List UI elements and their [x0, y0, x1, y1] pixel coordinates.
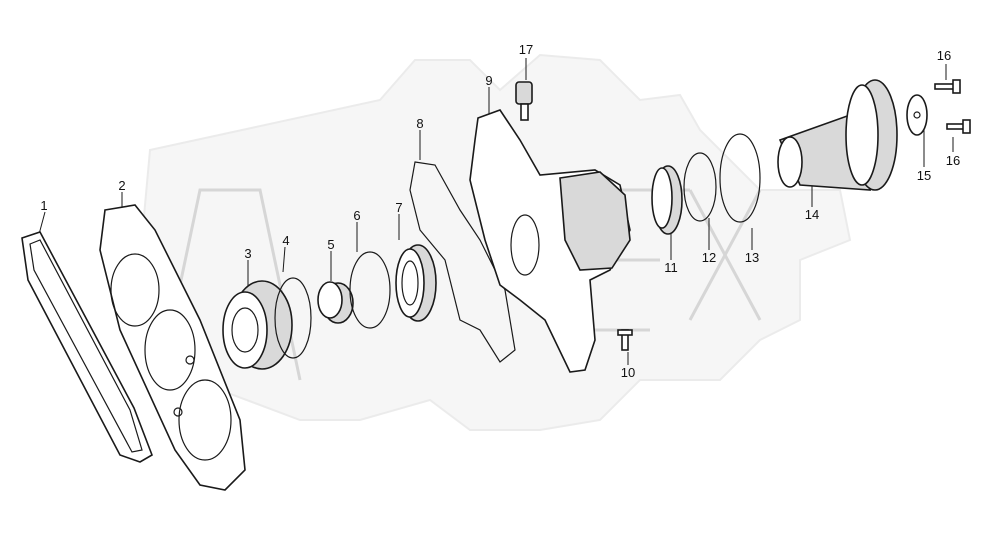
callout-16-lower: 16 [946, 153, 960, 168]
flange-shaft-part-14 [777, 79, 898, 191]
gasket-part-8 [409, 161, 516, 363]
callout-2: 2 [118, 178, 125, 193]
callout-16-upper: 16 [937, 48, 951, 63]
seal-part-11 [651, 165, 683, 235]
bolt-part-16-upper [934, 79, 961, 94]
callout-7: 7 [395, 200, 402, 215]
housing-part-9 [469, 109, 631, 373]
callout-11: 11 [664, 260, 678, 275]
callout-15: 15 [917, 168, 931, 183]
cover-plate-part-2 [99, 204, 246, 491]
snap-ring-part-6 [349, 251, 391, 329]
callout-10: 10 [621, 365, 635, 380]
washer-part-15 [906, 94, 928, 136]
callout-4: 4 [282, 233, 289, 248]
bolt-part-16-lower [946, 119, 971, 134]
sleeve-part-5 [317, 281, 354, 324]
callout-labels: 1 2 3 4 5 6 7 8 9 10 11 12 13 14 15 16 1… [40, 42, 960, 380]
callout-5: 5 [327, 237, 334, 252]
bolt-part-10 [617, 329, 633, 351]
callout-3: 3 [244, 246, 251, 261]
callout-6: 6 [353, 208, 360, 223]
o-ring-part-4 [274, 277, 312, 359]
callout-14: 14 [805, 207, 819, 222]
ring-part-13 [719, 133, 761, 223]
watermark-letter-x [688, 189, 762, 321]
callout-13: 13 [745, 250, 759, 265]
leader-lines [37, 58, 954, 365]
callout-12: 12 [702, 250, 716, 265]
bearing-part-3 [222, 280, 293, 370]
callout-1: 1 [40, 198, 47, 213]
callout-9: 9 [485, 73, 492, 88]
ring-part-12 [683, 152, 717, 222]
callout-17: 17 [519, 42, 533, 57]
callout-8: 8 [416, 116, 423, 131]
gasket-part-1 [21, 231, 153, 463]
bearing-race-part-7 [395, 244, 437, 322]
pin-part-17 [515, 81, 533, 121]
